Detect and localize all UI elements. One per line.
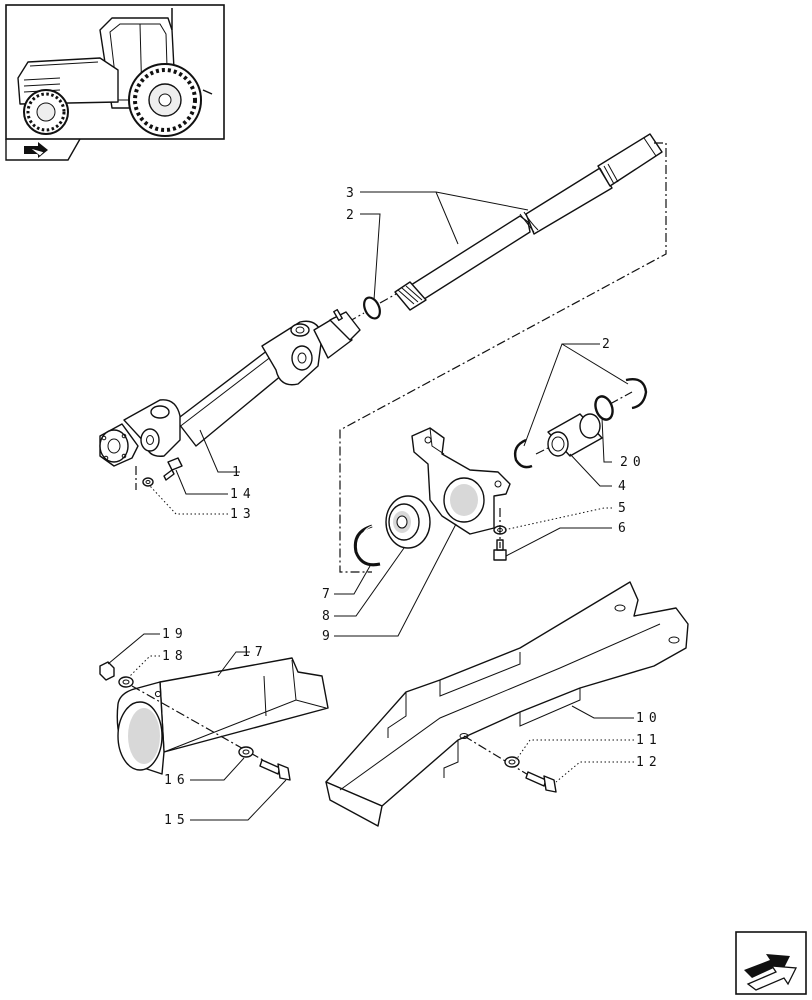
bolt-15 <box>259 759 291 781</box>
callout-3: 3 <box>346 186 354 201</box>
callout-7: 7 <box>322 587 330 602</box>
support-bracket <box>411 427 511 535</box>
callout-12: 12 <box>636 755 662 770</box>
bearing-8 <box>385 495 431 549</box>
callout-2-top: 2 <box>346 208 354 223</box>
cardan-shaft <box>99 308 361 467</box>
telescopic-shaft <box>394 133 663 311</box>
callout-19: 19 <box>162 627 188 642</box>
callout-18: 18 <box>162 649 188 664</box>
callout-4: 4 <box>618 479 626 494</box>
bolt-12 <box>525 771 557 793</box>
nut-19 <box>99 661 115 681</box>
screw-6 <box>493 539 507 561</box>
callout-10: 10 <box>636 711 662 726</box>
callout-9: 9 <box>322 629 330 644</box>
washer-13 <box>142 477 154 487</box>
callout-15: 15 <box>164 813 190 828</box>
section-marker-icon <box>24 142 48 158</box>
circlip-2-lower <box>513 438 533 469</box>
callout-13: 13 <box>230 507 256 522</box>
circlip-2-right <box>625 378 648 410</box>
callout-16: 16 <box>164 773 190 788</box>
tractor-thumbnail-icon <box>5 4 225 161</box>
screw-14 <box>163 457 183 481</box>
washer-11 <box>504 756 520 768</box>
ring-20 <box>594 395 614 421</box>
next-page-arrow-icon[interactable] <box>735 931 807 995</box>
callout-8: 8 <box>322 609 330 624</box>
callout-14: 14 <box>230 487 256 502</box>
rear-guard <box>325 581 689 827</box>
washer-18 <box>118 676 134 688</box>
washer-16 <box>238 746 254 758</box>
callout-2-mid: 2 <box>602 337 610 352</box>
callout-labels: 3 2 1 14 13 2 20 4 5 6 7 8 9 19 18 17 10… <box>162 186 662 828</box>
leader-lines <box>107 191 634 821</box>
callout-11: 11 <box>636 733 662 748</box>
callout-20: 20 <box>620 455 646 470</box>
sleeve-4 <box>547 413 603 457</box>
callout-5: 5 <box>618 501 626 516</box>
callout-1: 1 <box>232 465 240 480</box>
front-guard <box>116 657 329 775</box>
circlip-7 <box>353 524 381 567</box>
callout-17: 17 <box>242 645 268 660</box>
callout-6: 6 <box>618 521 626 536</box>
circlip-2-upper <box>363 296 381 320</box>
